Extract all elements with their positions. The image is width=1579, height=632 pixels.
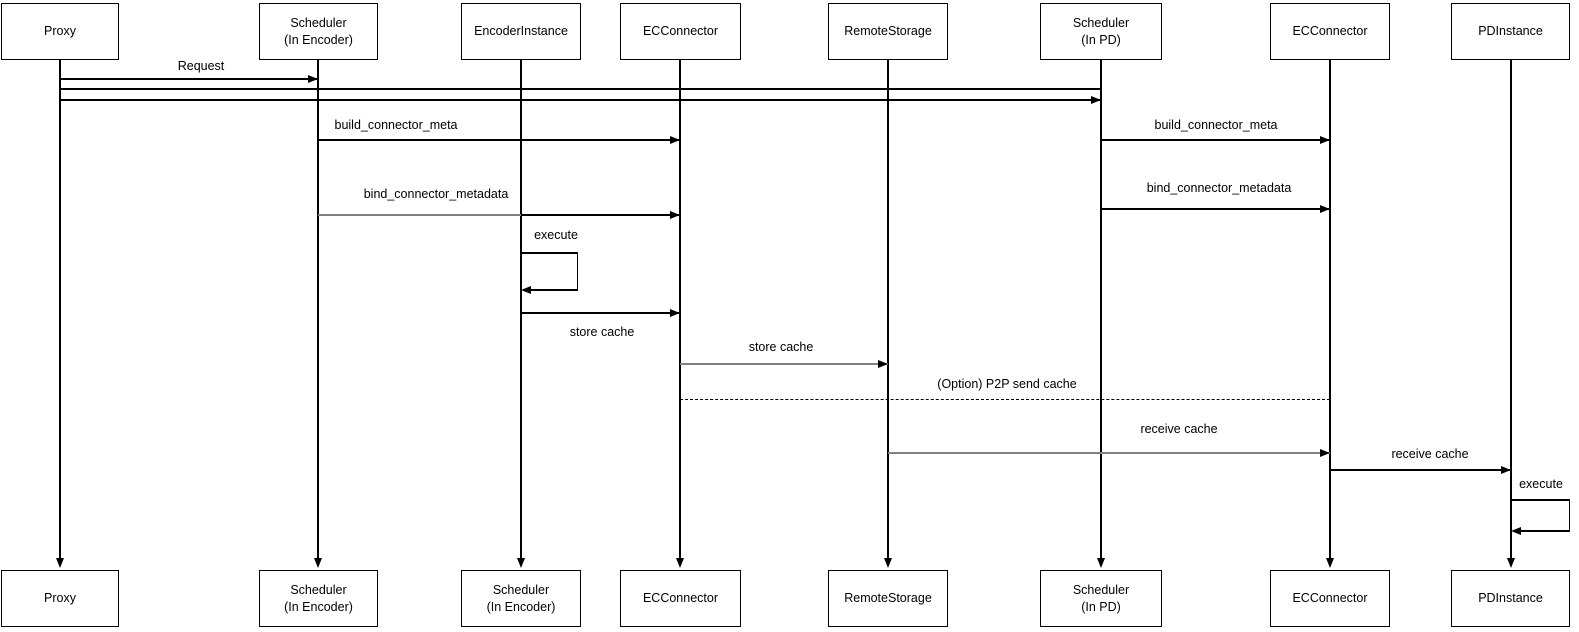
message-arrowhead-build-connector-meta-2 xyxy=(1320,135,1330,144)
actor-box-bottom-scheduler-encoder: Scheduler(In Encoder) xyxy=(259,570,378,627)
actor-label: (In Encoder) xyxy=(284,32,353,47)
message-label-build-connector-meta-2: build_connector_meta xyxy=(1154,118,1278,132)
message-line-store-cache-2 xyxy=(680,362,888,366)
lifeline-end-arrow-ec-connector xyxy=(675,558,684,568)
message-line-forward-line xyxy=(60,88,1101,90)
actor-label: ECConnector xyxy=(1292,24,1368,39)
message-label-store-cache-2: store cache xyxy=(748,340,814,354)
actor-label: Scheduler xyxy=(290,16,347,31)
message-line-bind-connector-metadata-1 xyxy=(521,214,680,216)
self-loop-bottom-execute-encoder xyxy=(529,289,578,291)
message-arrowhead-receive-cache-2 xyxy=(1501,465,1511,474)
message-arrowhead-request xyxy=(308,74,318,83)
actor-label: (In PD) xyxy=(1081,32,1121,47)
message-line-bind-connector-metadata-1-gray xyxy=(318,213,523,217)
lifeline-end-arrow-scheduler-pd xyxy=(1096,558,1105,568)
actor-box-top-ec-connector: ECConnector xyxy=(620,3,741,60)
message-line-receive-cache-2 xyxy=(1330,469,1511,471)
lifeline-remote-storage xyxy=(887,60,889,560)
message-arrowhead-store-cache-2 xyxy=(878,359,888,368)
self-loop-top-execute-pd xyxy=(1511,499,1570,501)
actor-label: PDInstance xyxy=(1478,591,1543,606)
message-arrowhead-forward-request xyxy=(1091,95,1101,104)
actor-box-bottom-ec-connector: ECConnector xyxy=(620,570,741,627)
actor-label: ECConnector xyxy=(1292,591,1368,606)
lifeline-scheduler-encoder xyxy=(317,60,319,560)
message-line-bind-connector-metadata-2 xyxy=(1101,208,1330,210)
actor-box-bottom-remote-storage: RemoteStorage xyxy=(828,570,948,627)
lifeline-end-arrow-encoder-instance xyxy=(516,558,525,568)
lifeline-proxy xyxy=(59,60,61,560)
lifeline-end-arrow-scheduler-encoder xyxy=(313,558,322,568)
message-label-p2p-send-cache: (Option) P2P send cache xyxy=(937,377,1077,391)
actor-label: Proxy xyxy=(44,24,76,39)
message-label-build-connector-meta-1: build_connector_meta xyxy=(334,118,458,132)
actor-label: PDInstance xyxy=(1478,24,1543,39)
actor-box-bottom-proxy: Proxy xyxy=(1,570,119,627)
lifeline-end-arrow-proxy xyxy=(55,558,64,568)
lifeline-ec-connector-2 xyxy=(1329,60,1331,560)
self-loop-bottom-execute-pd xyxy=(1519,530,1570,532)
lifeline-end-arrow-ec-connector-2 xyxy=(1325,558,1334,568)
actor-label: Scheduler xyxy=(492,583,550,598)
self-loop-label-execute-encoder: execute xyxy=(534,228,578,242)
actor-box-top-pd-instance: PDInstance xyxy=(1451,3,1570,60)
actor-label: RemoteStorage xyxy=(844,591,932,606)
actor-label: (In PD) xyxy=(1081,599,1121,614)
message-line-receive-cache-1 xyxy=(888,451,1330,455)
message-label-receive-cache-2: receive cache xyxy=(1391,447,1469,461)
actor-box-top-ec-connector-2: ECConnector xyxy=(1270,3,1390,60)
lifeline-end-arrow-pd-instance xyxy=(1506,558,1515,568)
message-label-request: Request xyxy=(177,59,225,73)
actor-box-top-proxy: Proxy xyxy=(1,3,119,60)
message-line-forward-request xyxy=(60,99,1101,101)
actor-label: ECConnector xyxy=(642,591,719,606)
self-loop-label-execute-pd: execute xyxy=(1519,477,1563,491)
self-loop-top-execute-encoder xyxy=(521,252,578,254)
message-arrowhead-store-cache-1 xyxy=(670,308,680,317)
message-arrowhead-bind-connector-metadata-1 xyxy=(670,210,680,219)
actor-box-top-scheduler-encoder: Scheduler(In Encoder) xyxy=(259,3,378,60)
actor-box-top-scheduler-pd: Scheduler(In PD) xyxy=(1040,3,1162,60)
actor-label: (In Encoder) xyxy=(486,599,556,614)
message-arrowhead-build-connector-meta-1 xyxy=(670,135,680,144)
actor-label: Scheduler xyxy=(1072,16,1130,31)
message-line-p2p-send-cache xyxy=(680,399,1330,401)
message-label-store-cache-1: store cache xyxy=(569,325,635,339)
actor-box-bottom-pd-instance: PDInstance xyxy=(1451,570,1570,627)
message-line-request xyxy=(60,78,318,80)
actor-label: Scheduler xyxy=(1072,583,1130,598)
self-loop-right-execute-encoder xyxy=(576,253,578,290)
actor-box-bottom-encoder-instance: Scheduler(In Encoder) xyxy=(461,570,581,627)
message-label-bind-connector-metadata-2: bind_connector_metadata xyxy=(1146,181,1292,195)
lifeline-pd-instance xyxy=(1510,60,1512,560)
self-loop-arrowhead-execute-pd xyxy=(1511,526,1521,535)
message-line-store-cache-1 xyxy=(521,312,680,314)
actor-box-bottom-ec-connector-2: ECConnector xyxy=(1270,570,1390,627)
message-arrowhead-receive-cache-1 xyxy=(1320,448,1330,457)
self-loop-arrowhead-execute-encoder xyxy=(521,285,531,294)
message-line-build-connector-meta-1 xyxy=(318,139,680,141)
actor-box-bottom-scheduler-pd: Scheduler(In PD) xyxy=(1040,570,1162,627)
lifeline-scheduler-pd xyxy=(1100,60,1102,560)
actor-label: EncoderInstance xyxy=(474,24,568,39)
actor-box-top-remote-storage: RemoteStorage xyxy=(828,3,948,60)
actor-label: ECConnector xyxy=(642,24,719,39)
message-label-receive-cache-1: receive cache xyxy=(1140,422,1218,436)
lifeline-encoder-instance xyxy=(520,60,522,560)
actor-box-top-encoder-instance: EncoderInstance xyxy=(461,3,581,60)
message-arrowhead-bind-connector-metadata-2 xyxy=(1320,204,1330,213)
actor-label: Scheduler xyxy=(290,583,347,598)
actor-label: RemoteStorage xyxy=(844,24,932,39)
lifeline-end-arrow-remote-storage xyxy=(883,558,892,568)
self-loop-right-execute-pd xyxy=(1568,500,1570,531)
message-line-build-connector-meta-2 xyxy=(1101,139,1330,141)
actor-label: Proxy xyxy=(44,591,76,606)
message-label-bind-connector-metadata-1: bind_connector_metadata xyxy=(363,187,509,201)
actor-label: (In Encoder) xyxy=(284,599,353,614)
